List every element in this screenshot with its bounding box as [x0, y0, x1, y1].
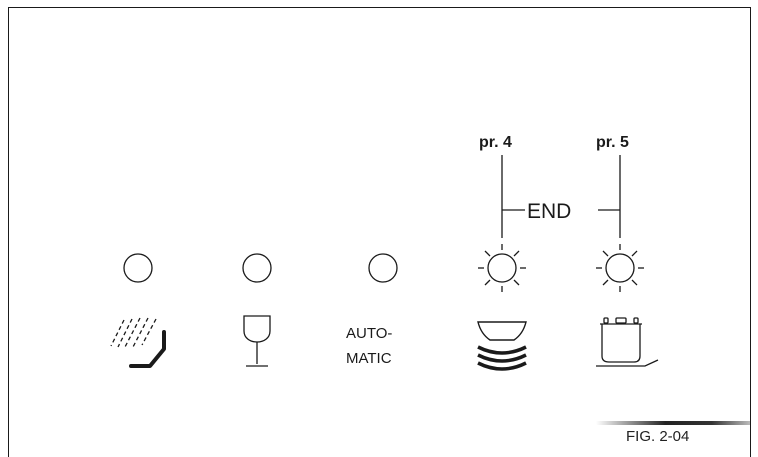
indicator-led-pot-flashing	[596, 244, 644, 292]
automatic-label-line1: AUTO-	[346, 325, 392, 342]
cooking-pot-icon	[596, 317, 659, 367]
plates-stack-icon	[477, 321, 527, 371]
indicator-led-glass	[242, 253, 272, 283]
figure-label: FIG. 2-04	[626, 428, 690, 445]
wine-glass-icon	[243, 315, 271, 367]
end-connector-lines	[501, 155, 621, 238]
indicator-led-rinse	[123, 253, 153, 283]
figure-label-bar	[596, 421, 750, 425]
indicator-led-plates-flashing	[478, 244, 526, 292]
figure-frame	[8, 7, 751, 457]
program-5-label: pr. 5	[596, 134, 629, 151]
indicator-led-automatic	[368, 253, 398, 283]
rinse-spray-icon	[110, 317, 166, 368]
automatic-label-line2: MATIC	[346, 350, 392, 367]
end-label: END	[527, 200, 571, 223]
program-4-label: pr. 4	[479, 134, 512, 151]
